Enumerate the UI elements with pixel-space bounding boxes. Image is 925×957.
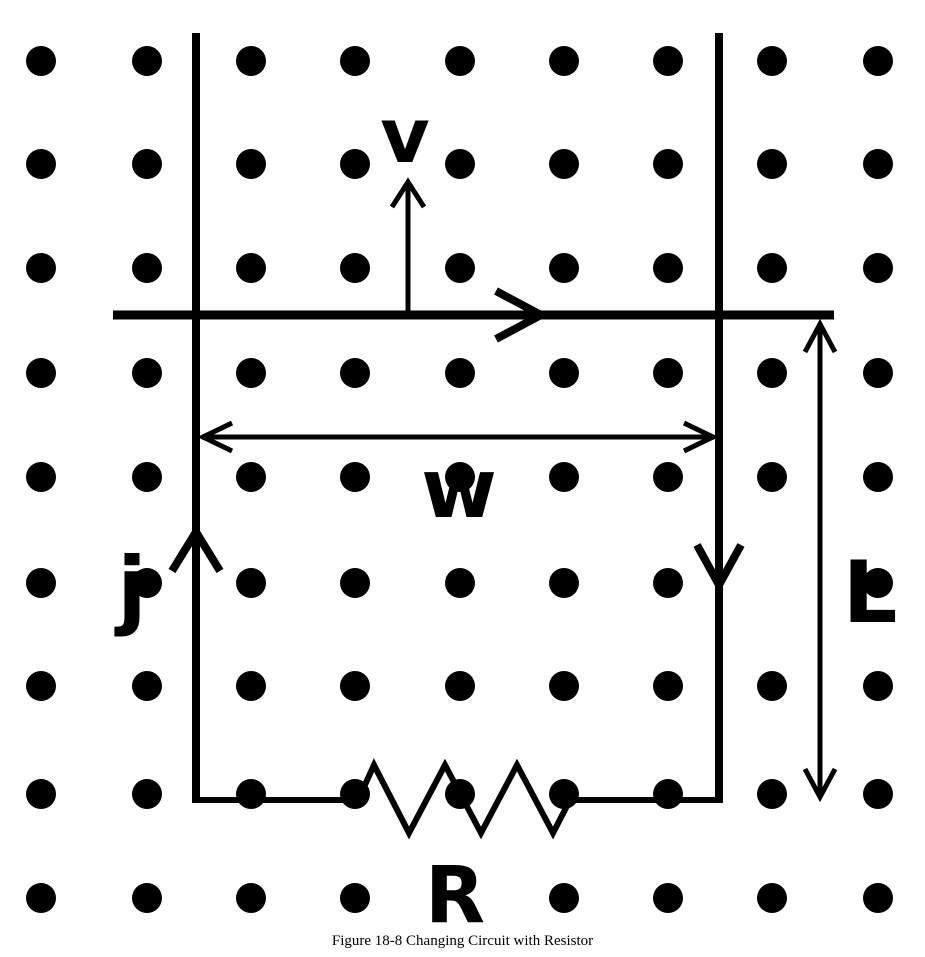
field-dot [653, 883, 683, 913]
field-dot [445, 671, 475, 701]
field-dot [863, 358, 893, 388]
magnetic-field-dots [26, 46, 893, 913]
field-dot [340, 671, 370, 701]
field-dot [863, 883, 893, 913]
field-dot [757, 779, 787, 809]
field-dot [132, 462, 162, 492]
field-dot [26, 253, 56, 283]
field-dot [445, 149, 475, 179]
field-dot [653, 253, 683, 283]
field-dot [445, 568, 475, 598]
field-dot [236, 149, 266, 179]
field-dot [653, 462, 683, 492]
field-dot [132, 883, 162, 913]
field-dot [549, 883, 579, 913]
field-dot [340, 358, 370, 388]
field-dot [863, 671, 893, 701]
field-dot [26, 46, 56, 76]
field-dot [757, 462, 787, 492]
field-dot [653, 568, 683, 598]
length-arrowhead-bottom [802, 767, 838, 803]
field-dot [132, 46, 162, 76]
field-dot [236, 671, 266, 701]
field-dot [132, 358, 162, 388]
field-dot [26, 149, 56, 179]
field-dot [653, 671, 683, 701]
field-dot [653, 358, 683, 388]
field-dot [863, 149, 893, 179]
field-dot [236, 46, 266, 76]
velocity-label: v [380, 91, 430, 180]
field-dot [236, 253, 266, 283]
length-label: L [843, 543, 898, 643]
field-dot [26, 462, 56, 492]
field-dot [653, 779, 683, 809]
field-dot [26, 883, 56, 913]
width-arrowhead-left [197, 420, 234, 454]
right-rail-current-arrow [693, 543, 745, 594]
field-dot [863, 46, 893, 76]
field-dot [863, 462, 893, 492]
field-dot [236, 358, 266, 388]
field-dot [549, 46, 579, 76]
field-dot [863, 568, 893, 598]
velocity-arrowhead [389, 177, 427, 209]
field-dot [132, 568, 162, 598]
field-dot [757, 46, 787, 76]
field-dot [340, 149, 370, 179]
field-dot [236, 568, 266, 598]
field-dot [757, 149, 787, 179]
field-dot [26, 568, 56, 598]
field-dot [132, 253, 162, 283]
field-dot [757, 671, 787, 701]
current-label: j [114, 539, 146, 639]
field-dot [132, 779, 162, 809]
field-dot [26, 779, 56, 809]
field-dot [549, 462, 579, 492]
field-dot [549, 779, 579, 809]
field-dot [757, 883, 787, 913]
length-arrowhead-top [802, 318, 838, 354]
field-dot [26, 358, 56, 388]
field-dot [549, 671, 579, 701]
field-dot [549, 149, 579, 179]
field-dot [236, 779, 266, 809]
field-dot [132, 671, 162, 701]
left-rail-current-arrow [168, 524, 224, 574]
field-dot [340, 462, 370, 492]
field-dot [236, 883, 266, 913]
field-dot [132, 149, 162, 179]
field-dot [445, 46, 475, 76]
field-dot [653, 46, 683, 76]
field-dot [549, 253, 579, 283]
figure-caption: Figure 18-8 Changing Circuit with Resist… [331, 933, 594, 949]
field-dot [236, 462, 266, 492]
resistor-wire [196, 758, 723, 840]
field-dot [863, 253, 893, 283]
width-arrowhead-right [682, 420, 719, 454]
field-dot [445, 253, 475, 283]
field-dot [340, 883, 370, 913]
field-dot [863, 779, 893, 809]
field-dot [340, 46, 370, 76]
field-dot [549, 568, 579, 598]
bar-current-arrow [494, 287, 550, 343]
field-dot [549, 358, 579, 388]
field-dot [445, 462, 475, 492]
field-dot [757, 358, 787, 388]
field-dot [340, 568, 370, 598]
field-dot [757, 253, 787, 283]
field-dot [445, 358, 475, 388]
field-dot [653, 149, 683, 179]
field-dot [26, 671, 56, 701]
resistor-label: R [425, 851, 485, 941]
field-dot [340, 253, 370, 283]
width-label: w [421, 442, 497, 537]
